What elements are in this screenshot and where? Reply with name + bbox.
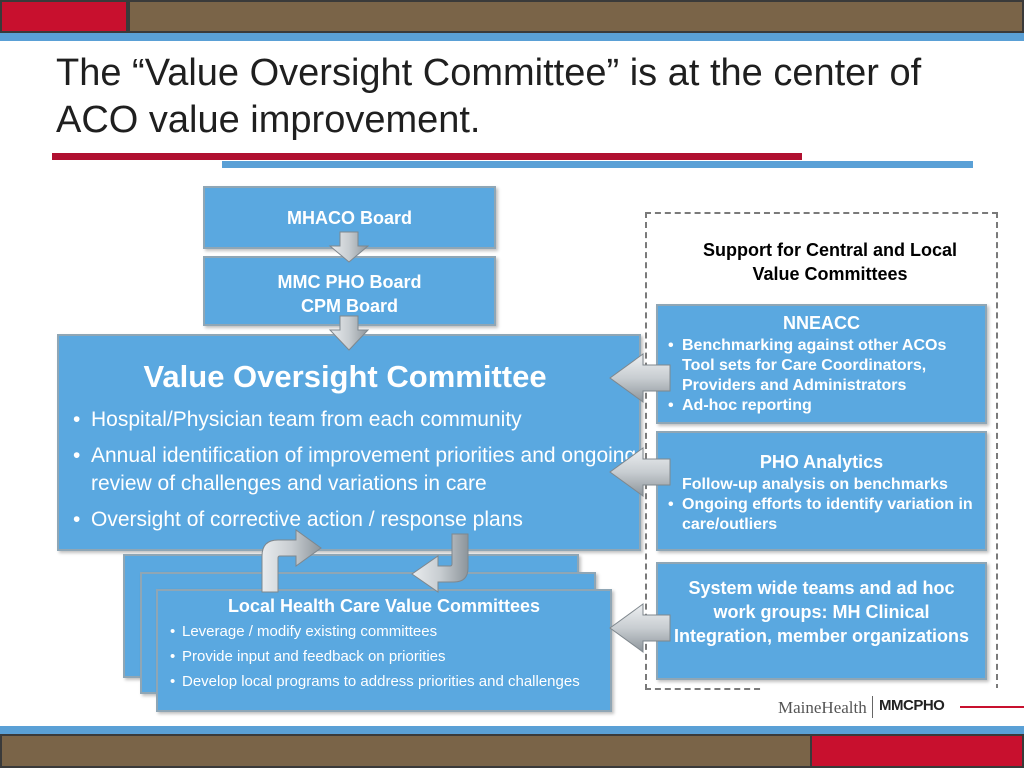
logo-area bbox=[763, 688, 1024, 728]
bottom-red-bar bbox=[810, 734, 1024, 768]
cpm-board-label: CPM Board bbox=[300, 296, 398, 316]
down-arrow-icon bbox=[328, 315, 370, 351]
mmcpho-logo: MMCPHO bbox=[879, 697, 945, 714]
voc-bullet: Hospital/Physician team from each commun… bbox=[71, 406, 639, 434]
local-bullet-list: Leverage / modify existing committees Pr… bbox=[168, 622, 600, 692]
nneacc-item: Benchmarking against other ACOs bbox=[666, 336, 977, 356]
system-wide-teams-box: System wide teams and ad hoc work groups… bbox=[656, 562, 987, 680]
local-bullet: Provide input and feedback on priorities bbox=[168, 647, 600, 667]
nneacc-list: Benchmarking against other ACOs Tool set… bbox=[666, 336, 977, 416]
support-heading: Support for Central and Local Value Comm… bbox=[702, 240, 957, 284]
pho-analytics-item: Follow-up analysis on benchmarks bbox=[682, 476, 948, 493]
value-oversight-committee-box: Value Oversight Committee Hospital/Physi… bbox=[57, 334, 641, 551]
top-blue-stripe bbox=[0, 33, 1024, 41]
local-health-care-value-committees-box: Local Health Care Value Committees Lever… bbox=[156, 589, 612, 712]
bent-up-arrow-icon bbox=[261, 529, 322, 593]
left-arrow-icon bbox=[609, 603, 671, 653]
local-committees-title: Local Health Care Value Committees bbox=[227, 596, 541, 616]
pho-analytics-title: PHO Analytics bbox=[759, 452, 884, 472]
mainehealth-logo: MaineHealth bbox=[778, 698, 867, 717]
nneacc-item: Tool sets for Care Coordinators, Provide… bbox=[682, 357, 927, 394]
left-arrow-icon bbox=[609, 447, 671, 497]
system-wide-teams-text: System wide teams and ad hoc work groups… bbox=[673, 578, 970, 646]
voc-bullet: Oversight of corrective action / respons… bbox=[71, 506, 639, 534]
logo-red-line bbox=[960, 706, 1024, 708]
pho-analytics-box: PHO Analytics Follow-up analysis on benc… bbox=[656, 431, 987, 551]
slide-title: The “Value Oversight Committee” is at th… bbox=[56, 52, 922, 141]
voc-title: Value Oversight Committee bbox=[143, 359, 547, 394]
bent-down-arrow-icon bbox=[411, 533, 469, 593]
bottom-brown-bar bbox=[0, 734, 812, 768]
bottom-blue-stripe bbox=[0, 726, 1024, 734]
mhaco-board-label: MHACO Board bbox=[287, 208, 412, 228]
voc-bullet: Annual identification of improvement pri… bbox=[71, 442, 639, 498]
top-brown-bar bbox=[128, 0, 1024, 33]
nneacc-item: Ad-hoc reporting bbox=[666, 396, 977, 416]
local-bullet: Develop local programs to address priori… bbox=[168, 672, 600, 692]
left-arrow-icon bbox=[609, 353, 671, 403]
pho-analytics-list: Follow-up analysis on benchmarks Ongoing… bbox=[666, 475, 977, 535]
nneacc-title: NNEACC bbox=[782, 313, 860, 333]
mmc-pho-board-box: MMC PHO Board CPM Board bbox=[203, 256, 496, 326]
local-bullet: Leverage / modify existing committees bbox=[168, 622, 600, 642]
down-arrow-icon bbox=[328, 231, 370, 263]
nneacc-box: NNEACC Benchmarking against other ACOs T… bbox=[656, 304, 987, 424]
pho-analytics-item: Ongoing efforts to identify variation in… bbox=[666, 495, 977, 535]
logo-divider bbox=[872, 696, 873, 718]
top-red-bar bbox=[0, 0, 128, 33]
voc-bullet-list: Hospital/Physician team from each commun… bbox=[71, 406, 639, 534]
mmc-pho-board-label: MMC PHO Board bbox=[277, 272, 422, 292]
title-rule-blue bbox=[222, 161, 973, 168]
title-rule-red bbox=[52, 153, 802, 160]
